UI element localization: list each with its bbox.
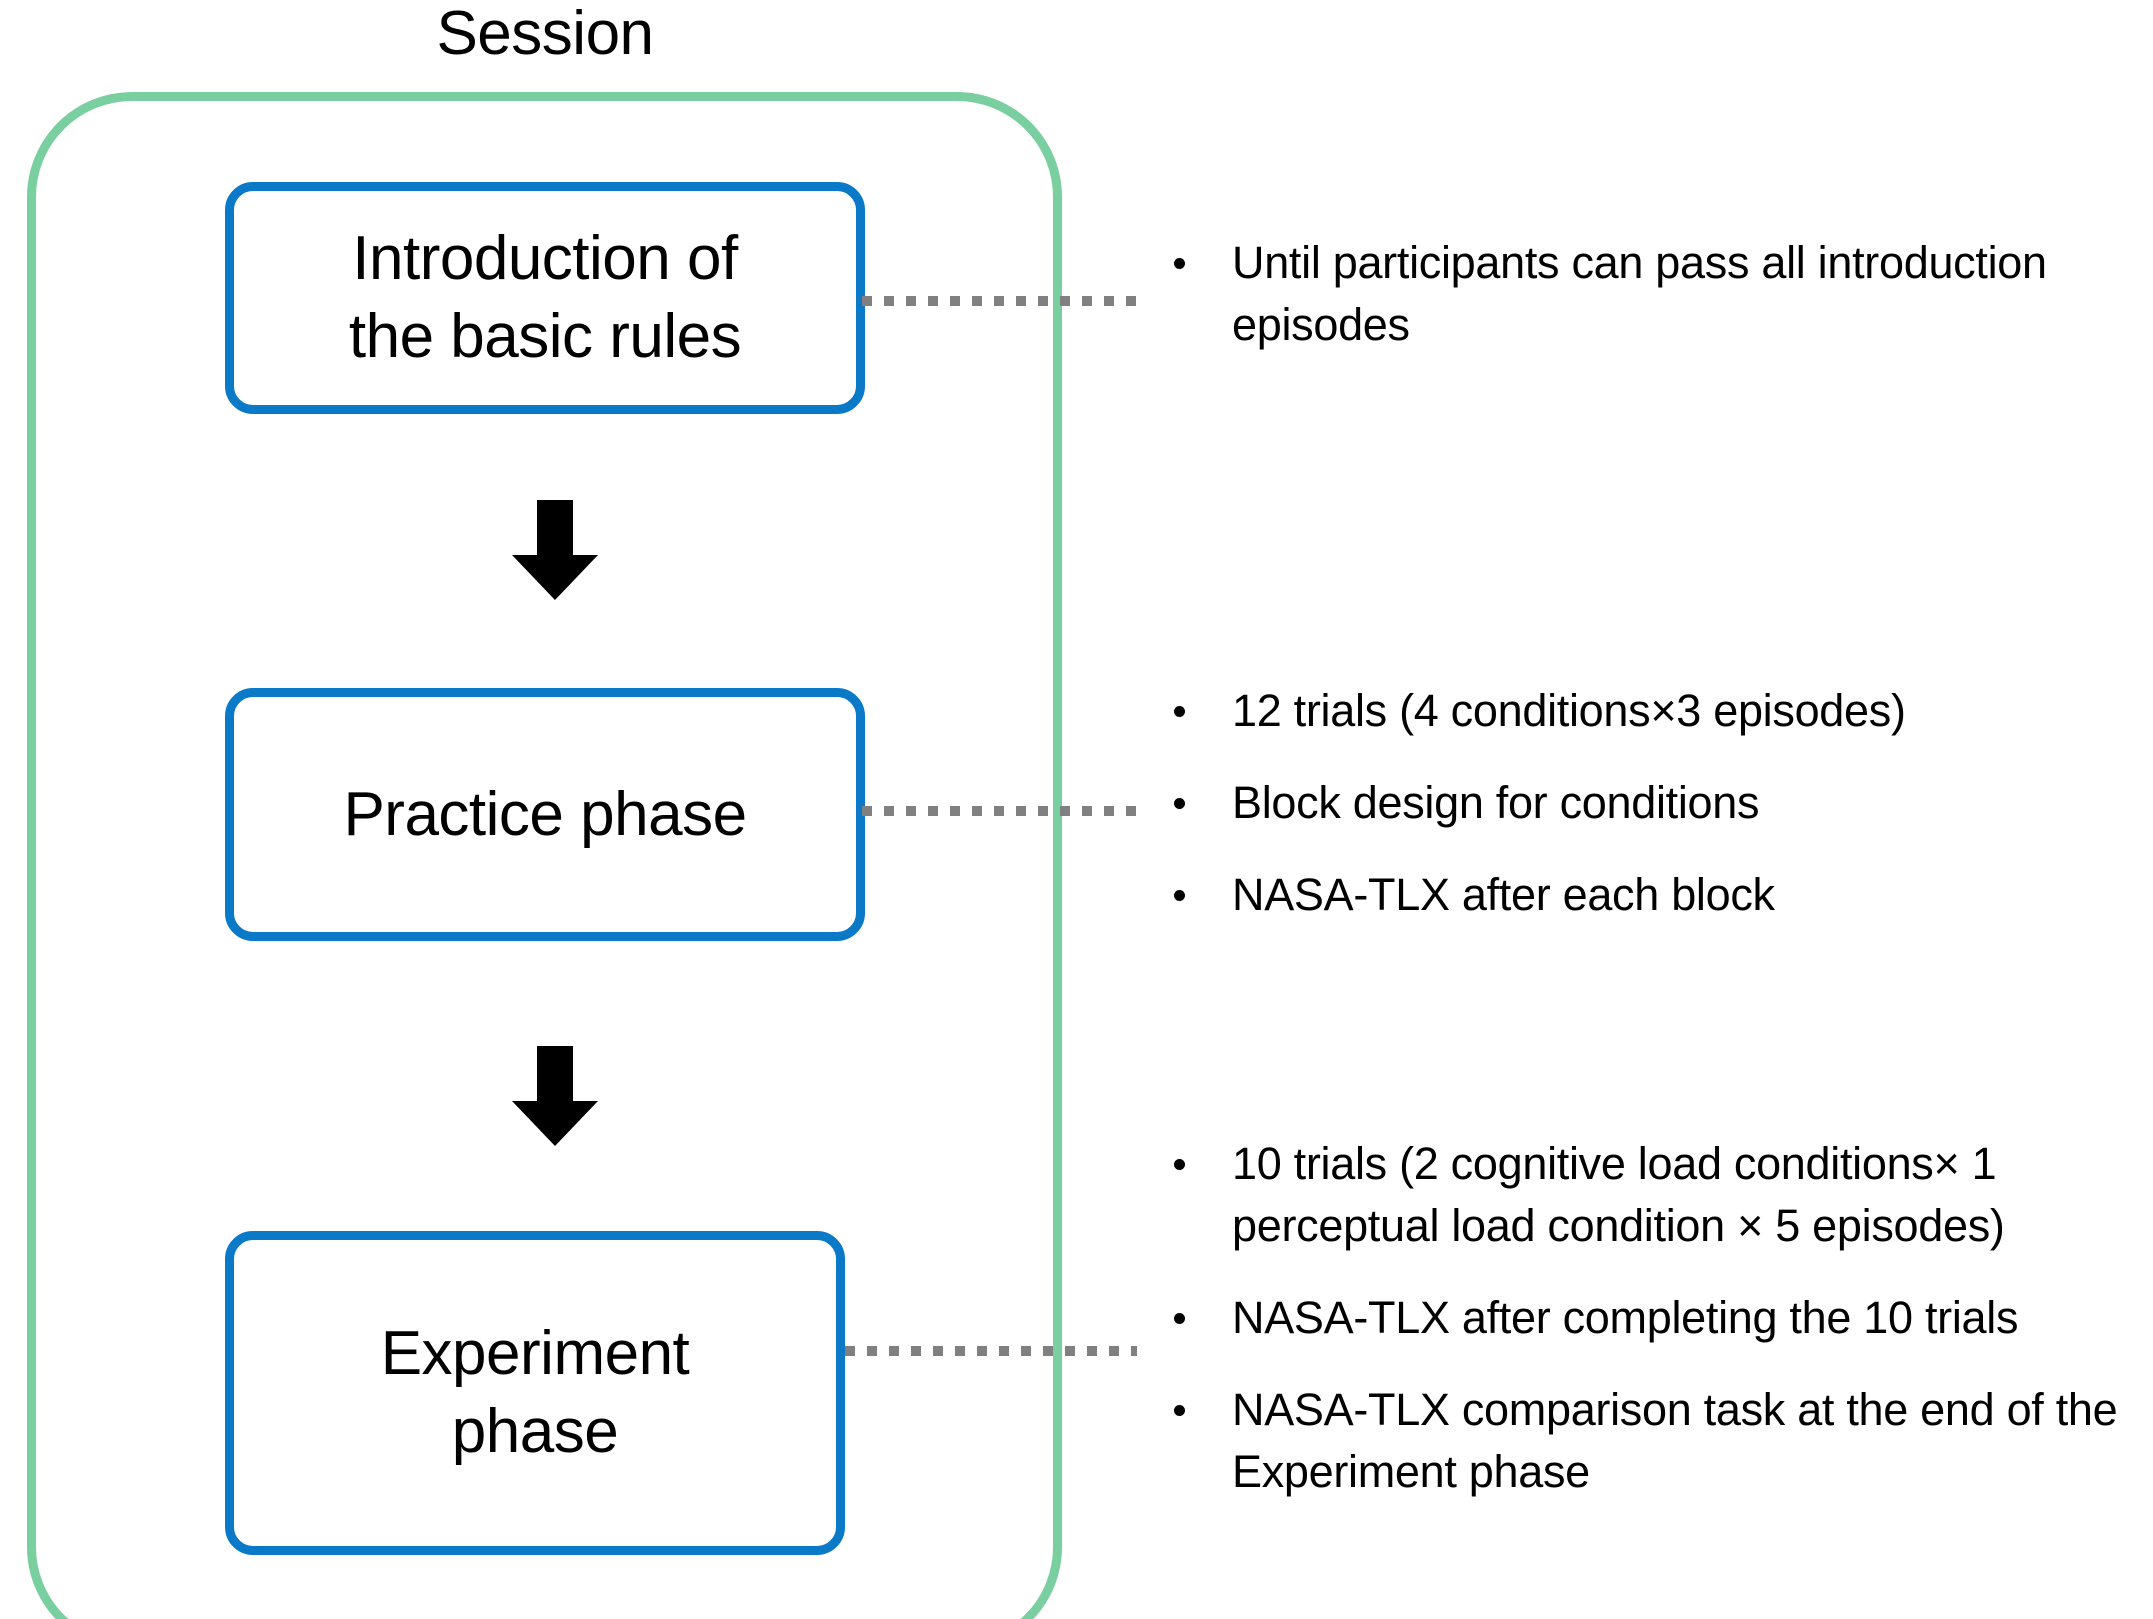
arrow-down-icon-practice-to-experiment: [512, 1046, 598, 1146]
note-text: NASA-TLX after completing the 10 trials: [1232, 1292, 2019, 1343]
connector-line-practice: [862, 806, 1137, 816]
bullet-icon: [1174, 1313, 1185, 1324]
phase-box-practice[interactable]: Practice phase: [225, 688, 865, 941]
notes-list-experiment: 10 trials (2 cognitive load conditions× …: [1160, 1133, 2150, 1503]
list-item: Until participants can pass all introduc…: [1160, 232, 2150, 356]
bullet-icon: [1174, 258, 1185, 269]
note-text: NASA-TLX comparison task at the end of t…: [1232, 1384, 2118, 1497]
phase-box-experiment[interactable]: Experiment phase: [225, 1231, 845, 1555]
phase-label-practice: Practice phase: [343, 779, 747, 849]
note-text: 10 trials (2 cognitive load conditions× …: [1232, 1138, 2005, 1251]
list-item: Block design for conditions: [1160, 772, 2150, 834]
note-text: 12 trials (4 conditions×3 episodes): [1232, 685, 1906, 736]
notes-list-practice: 12 trials (4 conditions×3 episodes) Bloc…: [1160, 680, 2150, 926]
list-item: NASA-TLX after completing the 10 trials: [1160, 1287, 2150, 1349]
session-container: [27, 92, 1062, 1619]
bullet-icon: [1174, 706, 1185, 717]
notes-list-introduction: Until participants can pass all introduc…: [1160, 232, 2150, 356]
bullet-icon: [1174, 1405, 1185, 1416]
session-title: Session: [436, 0, 654, 68]
bullet-icon: [1174, 890, 1185, 901]
connector-line-introduction: [862, 296, 1137, 306]
phase-label-introduction-line2: the basic rules: [348, 302, 742, 371]
phase-label-introduction-line1: Introduction of: [352, 224, 738, 293]
list-item: 10 trials (2 cognitive load conditions× …: [1160, 1133, 2150, 1257]
bullet-icon: [1174, 798, 1185, 809]
arrow-down-icon-introduction-to-practice: [512, 500, 598, 600]
phase-label-introduction: Introduction of the basic rules: [348, 220, 742, 376]
phase-label-experiment: Experiment phase: [381, 1315, 690, 1471]
connector-line-experiment: [845, 1346, 1137, 1356]
phase-label-experiment-line2: phase: [451, 1397, 619, 1466]
note-text: Block design for conditions: [1232, 777, 1760, 828]
phase-label-experiment-line1: Experiment: [380, 1319, 690, 1388]
note-text: Until participants can pass all introduc…: [1232, 237, 2047, 350]
phase-box-introduction[interactable]: Introduction of the basic rules: [225, 182, 865, 414]
list-item: NASA-TLX comparison task at the end of t…: [1160, 1379, 2150, 1503]
note-text: NASA-TLX after each block: [1232, 869, 1775, 920]
bullet-icon: [1174, 1159, 1185, 1170]
list-item: NASA-TLX after each block: [1160, 864, 2150, 926]
list-item: 12 trials (4 conditions×3 episodes): [1160, 680, 2150, 742]
